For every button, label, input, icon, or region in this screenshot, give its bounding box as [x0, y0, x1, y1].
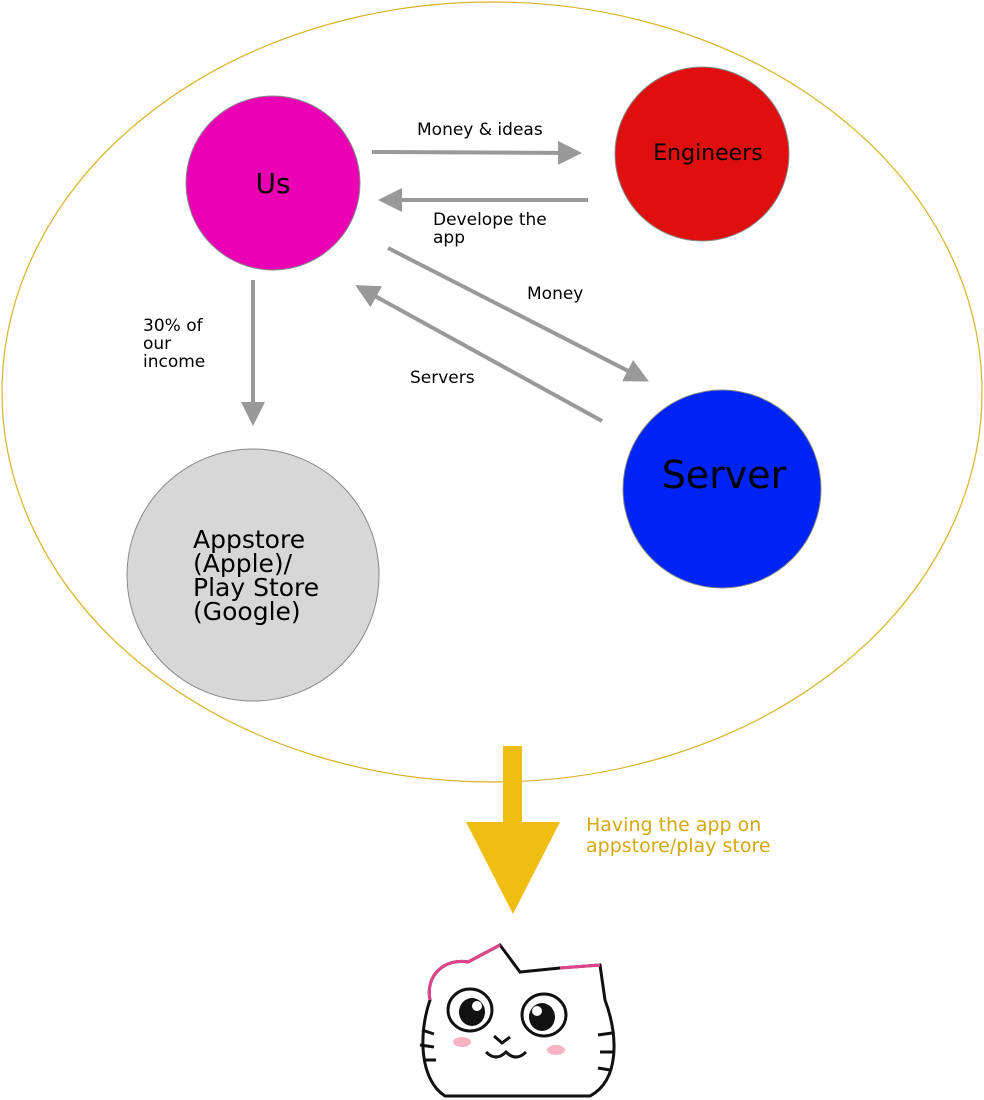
edge-label-develope-app: Develope the app	[433, 210, 547, 248]
edge-label-servers: Servers	[410, 368, 475, 388]
edge-label-money-ideas: Money & ideas	[417, 120, 543, 140]
node-engineers-label: Engineers	[653, 141, 763, 166]
node-us	[185, 95, 361, 271]
arrow-us-to-server	[387, 246, 649, 382]
node-server	[622, 389, 822, 589]
outcome-label: Having the app on appstore/play store	[586, 814, 771, 857]
node-engineers	[614, 66, 790, 242]
node-store-label: Appstore (Apple)/ Play Store (Google)	[193, 525, 320, 626]
edge-label-money: Money	[527, 284, 584, 304]
arrow-server-to-us	[355, 285, 603, 423]
arrow-us-to-engineers	[371, 140, 582, 165]
node-store	[126, 448, 380, 702]
big-down-arrow	[466, 746, 560, 914]
edge-label-income-share: 30% of our income	[143, 316, 206, 372]
boundary-ellipse	[1, 1, 983, 783]
cat-face-icon	[419, 943, 616, 1098]
node-us-label: Us	[255, 167, 291, 200]
node-server-label: Server	[661, 453, 787, 497]
